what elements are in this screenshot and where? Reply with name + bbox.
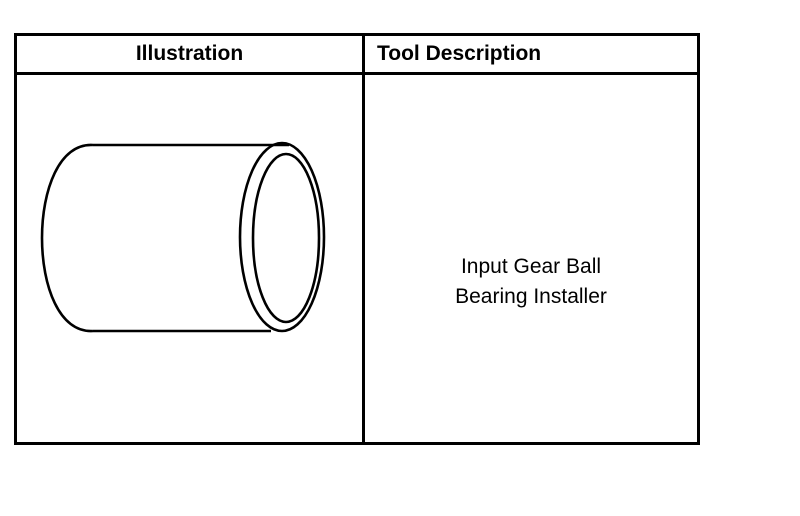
sleeve-inner-bore <box>251 152 321 324</box>
tool-table: Illustration Tool Description Input Gear… <box>14 33 700 445</box>
cylindrical-sleeve-installer-icon <box>40 141 326 333</box>
sleeve-body <box>40 143 289 333</box>
column-divider <box>362 36 365 442</box>
tool-description-text: Input Gear Ball Bearing Installer <box>455 255 607 308</box>
header-illustration: Illustration <box>135 42 244 65</box>
header-divider <box>17 72 697 75</box>
illustration-cell <box>17 75 362 442</box>
header-tool-description: Tool Description <box>377 42 542 65</box>
sleeve-outer-rim <box>238 141 326 333</box>
description-cell: Input Gear Ball Bearing Installer <box>365 75 697 442</box>
